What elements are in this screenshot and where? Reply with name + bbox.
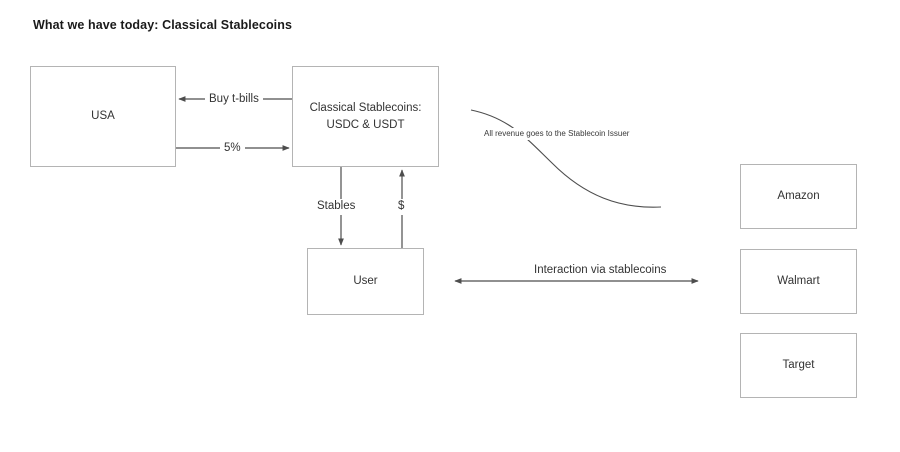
node-walmart-label: Walmart	[777, 275, 820, 288]
edge-label-interaction-line1: Interaction	[534, 264, 588, 276]
annotation-revenue-note: All revenue goes to the Stablecoin Issue…	[482, 128, 629, 140]
node-classical-stablecoins[interactable]: Classical Stablecoins: USDC & USDT	[292, 66, 439, 167]
node-walmart[interactable]: Walmart	[740, 249, 857, 314]
node-stablecoins-line2: USDC & USDT	[326, 118, 405, 131]
node-amazon-label: Amazon	[777, 190, 820, 203]
edge-label-yield: 5%	[220, 141, 245, 157]
edge-label-stables: Stables	[313, 199, 360, 215]
node-target[interactable]: Target	[740, 333, 857, 398]
node-amazon[interactable]: Amazon	[740, 164, 857, 229]
node-usa-label: USA	[91, 110, 115, 123]
node-target-label: Target	[782, 359, 815, 372]
edge-label-interaction: Interaction via stablecoins	[528, 263, 666, 279]
annotation-revenue-note-line1: All revenue goes to the	[484, 129, 566, 138]
annotation-revenue-note-line2: Stablecoin Issuer	[568, 129, 630, 138]
node-user-label: User	[353, 275, 378, 288]
page-title: What we have today: Classical Stablecoin…	[33, 18, 293, 32]
edge-label-buy-tbills: Buy t-bills	[205, 92, 263, 108]
revenue-note-curve	[470, 109, 662, 208]
node-user[interactable]: User	[307, 248, 424, 315]
node-classical-stablecoins-label: Classical Stablecoins: USDC & USDT	[310, 100, 422, 133]
node-stablecoins-line1: Classical Stablecoins:	[309, 101, 422, 114]
edge-label-interaction-line2: via stablecoins	[590, 264, 667, 276]
node-usa[interactable]: USA	[30, 66, 176, 167]
edge-label-dollar: $	[394, 199, 409, 215]
